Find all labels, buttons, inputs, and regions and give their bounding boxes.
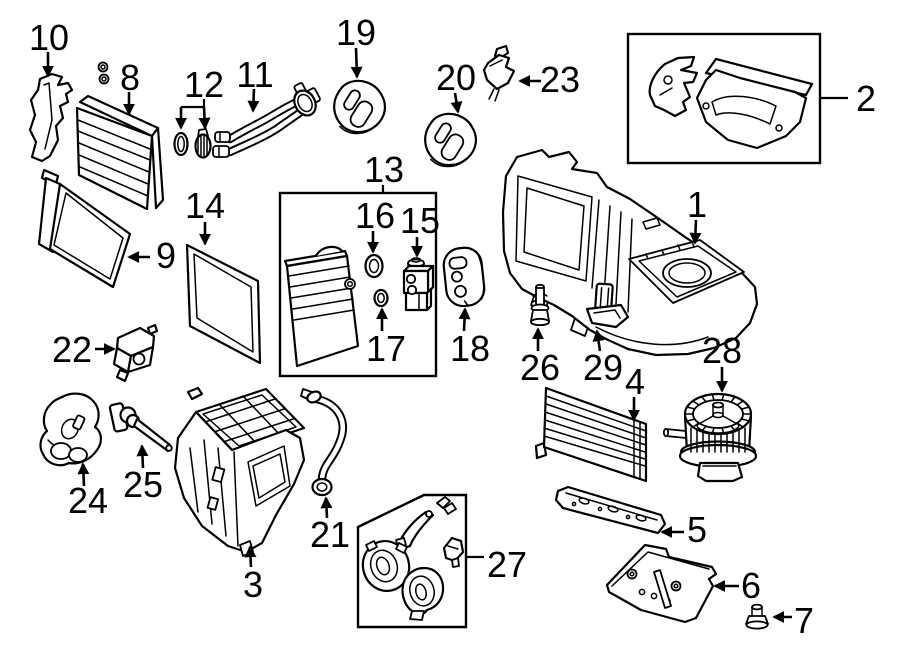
part-13-evaporator-assembly bbox=[283, 245, 360, 368]
part-26-screw bbox=[530, 283, 550, 327]
arrow-1 bbox=[689, 219, 702, 245]
callout-25: 25 bbox=[123, 464, 163, 505]
part-11-heater-hose bbox=[212, 82, 321, 158]
part-20-grommet-seal bbox=[424, 112, 478, 168]
part-27-actuator-kit bbox=[361, 496, 465, 621]
callout-5: 5 bbox=[687, 509, 707, 550]
part-7-grommet-plug bbox=[745, 603, 769, 630]
part-14-filter-frame bbox=[185, 243, 262, 365]
part-6-mounting-plate bbox=[605, 543, 718, 624]
callout-18: 18 bbox=[450, 328, 490, 369]
group-box-13 bbox=[278, 191, 438, 378]
arrow-25 bbox=[136, 444, 149, 469]
callout-23: 23 bbox=[540, 59, 580, 100]
arrow-12b bbox=[198, 106, 211, 130]
part-15-expansion-valve bbox=[402, 257, 435, 312]
part-5-bracket bbox=[554, 485, 667, 535]
arrow-29 bbox=[592, 329, 605, 352]
part-22-actuator bbox=[112, 323, 159, 383]
arrow-18 bbox=[458, 307, 471, 332]
callout-27: 27 bbox=[487, 544, 527, 585]
part-21-drain-tube bbox=[300, 388, 347, 497]
arrow-19 bbox=[350, 47, 363, 79]
part-2-housing-covers bbox=[648, 55, 814, 150]
part-16-o-ring bbox=[364, 253, 384, 279]
part-28-blower-motor bbox=[662, 392, 758, 483]
arrow-21 bbox=[320, 496, 333, 519]
part-23-sensor bbox=[482, 44, 516, 102]
callout-22: 22 bbox=[52, 329, 92, 370]
arrow-24 bbox=[77, 462, 90, 487]
callout-11: 11 bbox=[236, 54, 273, 95]
callout-10: 10 bbox=[29, 17, 69, 58]
callout-15: 15 bbox=[400, 200, 440, 241]
part-8-evaporator-core bbox=[75, 61, 165, 211]
part-19-grommet-seal bbox=[333, 79, 387, 135]
arrow-3 bbox=[244, 545, 257, 568]
callout-4: 4 bbox=[625, 361, 645, 402]
part-9-heater-core bbox=[37, 168, 132, 289]
callout-2: 2 bbox=[856, 78, 876, 119]
callout-16: 16 bbox=[355, 195, 395, 236]
callout-9: 9 bbox=[156, 235, 176, 276]
part-29-clip bbox=[585, 282, 630, 329]
part-10-bracket bbox=[28, 72, 74, 163]
part-24-actuator-motor bbox=[39, 392, 102, 467]
callout-1: 1 bbox=[687, 184, 707, 225]
part-17-o-ring bbox=[373, 288, 389, 308]
callout-29: 29 bbox=[583, 347, 623, 388]
callout-8: 8 bbox=[120, 57, 140, 98]
part-25-temp-sensor bbox=[108, 402, 173, 453]
arrow-20 bbox=[450, 92, 463, 114]
callout-20: 20 bbox=[436, 57, 476, 98]
callout-28: 28 bbox=[702, 330, 742, 371]
part-18-valve-cover bbox=[442, 246, 486, 308]
callout-3: 3 bbox=[243, 564, 263, 605]
part-3-heater-case bbox=[173, 386, 306, 557]
callout-13: 13 bbox=[364, 149, 404, 190]
callout-17: 17 bbox=[366, 328, 406, 369]
callout-6: 6 bbox=[741, 565, 761, 606]
callout-26: 26 bbox=[520, 347, 560, 388]
part-1-hvac-housing bbox=[501, 148, 759, 357]
callout-7: 7 bbox=[794, 600, 814, 641]
callout-19: 19 bbox=[336, 12, 376, 53]
callout-12: 12 bbox=[184, 64, 224, 105]
part-12-clamps bbox=[173, 128, 212, 159]
group-box-27 bbox=[356, 493, 468, 629]
callout-21: 21 bbox=[310, 514, 350, 555]
callout-14: 14 bbox=[185, 185, 225, 226]
part-4-cabin-filter bbox=[534, 386, 648, 483]
callout-24: 24 bbox=[68, 480, 108, 521]
arrow-11 bbox=[247, 88, 260, 113]
